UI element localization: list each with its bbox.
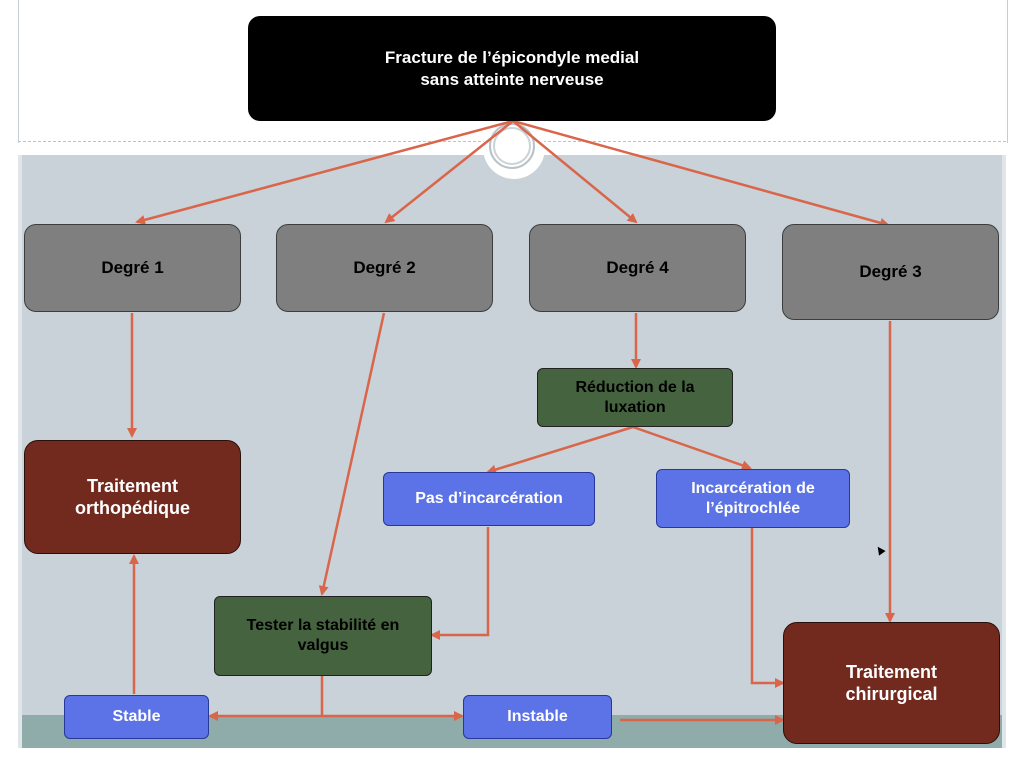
pas-incarceration-box: Pas d’incarcération (383, 472, 595, 526)
traitement-orthopedique-box: Traitement orthopédique (24, 440, 241, 554)
ortho-line-1: Traitement (86, 475, 179, 496)
tester-line-2: valgus (297, 637, 349, 654)
pas-incarceration-label: Pas d’incarcération (415, 490, 563, 507)
chir-line-1: Traitement (845, 661, 938, 682)
stable-label: Stable (112, 708, 161, 725)
instable-box: Instable (463, 695, 612, 739)
stable-box: Stable (64, 695, 209, 739)
traitement-chirurgical-box: Traitement chirurgical (783, 622, 1000, 744)
degre-4-box: Degré 4 (529, 224, 746, 312)
degre-3-box: Degré 3 (782, 224, 999, 320)
decorative-circle-inner-ring (493, 127, 531, 165)
reduction-line-2: luxation (604, 398, 666, 416)
instable-label: Instable (507, 708, 568, 725)
arrow-reduction-to-pas-incarceration (486, 425, 634, 475)
slide-left-stripe (18, 155, 22, 748)
incarceration-line-1: Incarcération de (691, 479, 815, 497)
slide-right-stripe (1002, 155, 1006, 748)
arrow-pas-incarceration-to-tester (430, 527, 490, 640)
arrow-degre-2-to-tester (318, 312, 386, 596)
arrow-incarceration-to-chirurgical (750, 528, 785, 688)
arrow-title-to-degre-3 (512, 119, 890, 228)
degre-3-label: Degré 3 (859, 262, 922, 282)
title-line-1: Fracture de l’épicondyle medial (384, 48, 640, 68)
decorative-circle-ring (489, 123, 535, 169)
arrow-reduction-to-incarceration (632, 425, 752, 471)
tester-line-1: Tester la stabilité en (246, 617, 400, 634)
ortho-line-2: orthopédique (75, 498, 190, 518)
title-line-2: sans atteinte nerveuse (420, 69, 604, 89)
reduction-line-1: Réduction de la (575, 378, 695, 396)
arrow-title-to-degre-4 (512, 120, 638, 224)
tester-stabilite-box: Tester la stabilité en valgus (214, 596, 432, 676)
title-box: Fracture de l’épicondyle medial sans att… (248, 16, 776, 121)
incarceration-line-2: l’épitrochlée (705, 499, 801, 517)
arrow-title-to-degre-1 (135, 119, 514, 225)
degre-1-label: Degré 1 (101, 258, 164, 278)
reduction-box: Réduction de la luxation (537, 368, 733, 427)
chir-line-2: chirurgical (845, 684, 938, 704)
arrow-title-to-degre-2 (384, 120, 514, 224)
degre-2-box: Degré 2 (276, 224, 493, 312)
incarceration-box: Incarcération de l’épitrochlée (656, 469, 850, 528)
degre-4-label: Degré 4 (606, 258, 669, 278)
degre-2-label: Degré 2 (353, 258, 416, 278)
degre-1-box: Degré 1 (24, 224, 241, 312)
